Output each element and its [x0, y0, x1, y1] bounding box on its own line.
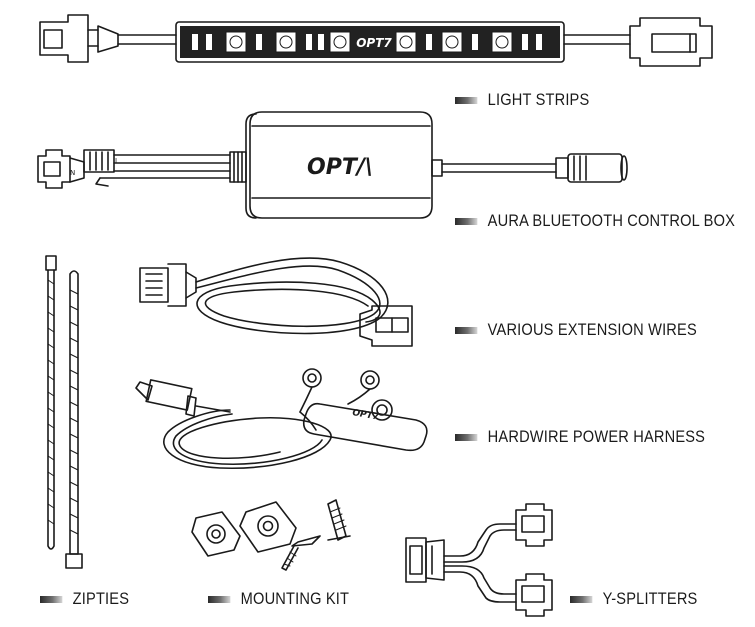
label-light-strips: LIGHT STRIPS	[455, 90, 589, 110]
label-text: HARDWIRE POWER HARNESS	[487, 427, 706, 446]
label-text: ZIPTIES	[72, 589, 130, 608]
svg-text:I: I	[115, 157, 117, 165]
dc-power-jack	[555, 153, 628, 183]
label-text: MOUNTING KIT	[240, 589, 350, 608]
label-bar	[455, 217, 478, 225]
svg-text:N: N	[70, 169, 75, 177]
y-splitter-cables	[443, 523, 517, 603]
label-mounting-kit: MOUNTING KIT	[208, 589, 349, 609]
control-box-logo: OPT/\	[307, 155, 373, 180]
label-bar	[570, 595, 593, 603]
extension-wire-right-connector	[359, 305, 413, 347]
mounting-screw-1	[327, 499, 351, 541]
label-power-harness: HARDWIRE POWER HARNESS	[455, 427, 705, 447]
label-text: AURA BLUETOOTH CONTROL BOX	[487, 211, 736, 230]
label-bar	[455, 326, 478, 334]
power-harness-illustration: OPT7	[135, 368, 428, 470]
label-extension-wires: VARIOUS EXTENSION WIRES	[455, 320, 697, 340]
extension-wire-illustration	[139, 257, 413, 347]
control-box-illustration: N I OPT/\	[37, 111, 628, 219]
y-splitter-output-connector-top	[515, 503, 553, 547]
ziptie-long	[45, 255, 57, 550]
label-bar	[208, 595, 231, 603]
light-strip-illustration: OPT7	[39, 14, 713, 67]
ziptie-short	[65, 270, 83, 569]
control-box-left-connector: N I	[37, 149, 117, 189]
harness-switch-logo: OPT7	[351, 408, 380, 423]
harness-coil	[163, 409, 332, 470]
label-bar	[455, 433, 478, 441]
mounting-bracket-1	[191, 511, 241, 557]
mounting-bracket-2	[239, 501, 297, 553]
control-box-strain-relief	[229, 151, 247, 183]
extension-wire-left-connector	[139, 263, 197, 307]
label-text: VARIOUS EXTENSION WIRES	[487, 320, 697, 339]
led-chip	[225, 31, 513, 53]
strip-right-cable	[563, 34, 631, 45]
strip-right-connector	[629, 17, 713, 67]
mounting-kit-illustration	[191, 499, 351, 571]
label-control-box: AURA BLUETOOTH CONTROL BOX	[455, 211, 735, 231]
strip-left-connector	[39, 14, 119, 63]
control-box-housing: OPT/\	[245, 111, 433, 219]
strip-body: OPT7	[175, 21, 565, 63]
control-box-wires	[95, 154, 231, 187]
harness-switch-housing: OPT7	[302, 399, 428, 452]
label-bar	[40, 595, 63, 603]
control-box-right-cable	[431, 159, 557, 177]
label-text: LIGHT STRIPS	[487, 90, 590, 109]
y-splitter-output-connector-bottom	[515, 573, 553, 617]
y-splitter-illustration	[405, 503, 553, 617]
y-splitter-input-connector	[405, 537, 445, 583]
harness-ring-terminals	[299, 368, 380, 413]
strip-left-cable	[117, 34, 177, 45]
label-bar	[455, 96, 478, 104]
label-text: Y-SPLITTERS	[602, 589, 698, 608]
label-zipties: ZIPTIES	[40, 589, 129, 609]
label-y-splitters: Y-SPLITTERS	[570, 589, 697, 609]
ziptie-illustration	[45, 255, 83, 569]
extension-wire-coil	[195, 257, 389, 335]
strip-brand-logo: OPT7	[356, 36, 392, 50]
mounting-screw-2	[281, 535, 321, 571]
